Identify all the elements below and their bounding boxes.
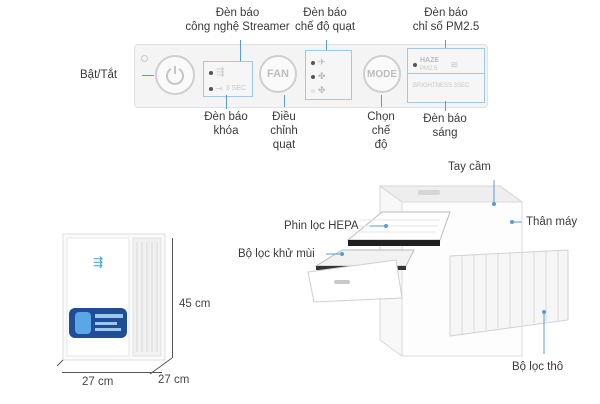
pm25-indicator: HAZE PM2.5 ≋ — [413, 57, 458, 73]
fan-adjust-label: Điều chỉnh quạt — [270, 111, 298, 151]
lock-label: Đèn báo khóa — [204, 111, 248, 137]
streamer-label: Đèn báo công nghệ Streamer — [185, 7, 290, 33]
connector — [326, 40, 327, 50]
brightness-label: Đèn báo sáng — [423, 113, 467, 139]
fan-mode-label: Đèn báo chế độ quạt — [294, 7, 356, 33]
height-label: 45 cm — [179, 298, 211, 310]
streamer-icon: ⇶ — [216, 67, 225, 78]
connector — [381, 95, 382, 107]
control-panel: ⇶ ⊸ 3 SEC FAN ✈ ✤ ✤ MODE HAZE PM2.5 ≋ BR… — [134, 44, 488, 108]
connector — [240, 40, 241, 61]
pm25-text: PM2.5 — [420, 66, 438, 72]
mode-select-label: Chọn chế độ — [367, 111, 395, 151]
lock-text: 3 SEC — [225, 85, 246, 92]
pm25-highlight — [407, 48, 485, 74]
fan-icon: ✤ — [318, 71, 326, 81]
fan-icon: ✤ — [318, 85, 326, 95]
hepa-filter-label: Phin lọc HEPA — [284, 220, 359, 232]
streamer-lock-highlight — [203, 61, 253, 97]
lock-icon: ⊸ — [216, 84, 223, 93]
width-dimension-line — [62, 372, 162, 373]
connector — [142, 75, 154, 76]
fan-mode-indicator-3: ✤ — [311, 85, 326, 96]
fan-icon: ✈ — [318, 57, 326, 67]
haze-icon: ≋ — [450, 59, 459, 71]
haze-text: HAZE — [420, 57, 440, 64]
pre-filter-label: Bộ lọc thô — [512, 361, 564, 373]
power-label: Bật/Tắt — [80, 69, 118, 81]
fan-mode-indicator-1: ✈ — [311, 57, 326, 68]
streamer-indicator: ⇶ — [209, 67, 224, 78]
power-icon — [166, 66, 184, 85]
connector — [226, 95, 227, 109]
width-label: 27 cm — [82, 376, 114, 388]
depth-label: 27 cm — [158, 374, 190, 386]
connector — [445, 40, 446, 48]
fan-button-label: FAN — [267, 68, 289, 80]
depth-dimension-line — [149, 357, 173, 375]
power-button[interactable] — [155, 55, 195, 95]
fan-mode-indicator-2: ✤ — [311, 71, 326, 82]
panel-dot — [141, 55, 148, 62]
brightness-highlight — [407, 73, 485, 103]
mode-button[interactable]: MODE — [363, 55, 401, 93]
brightness-indicator: BRIGHTNESS 3SEC — [413, 83, 469, 89]
mode-button-label: MODE — [367, 68, 397, 80]
connector — [284, 95, 285, 107]
lock-indicator: ⊸ 3 SEC — [209, 84, 246, 93]
handle-label: Tay cầm — [448, 161, 491, 173]
exploded-view — [307, 180, 569, 357]
fan-button[interactable]: FAN — [259, 55, 297, 93]
svg-text:⇶: ⇶ — [93, 255, 103, 269]
connector — [445, 101, 446, 111]
fan-mode-highlight — [305, 50, 352, 100]
deodorizing-filter-label: Bộ lọc khử mùi — [238, 248, 315, 260]
pm25-label: Đèn báo chỉ số PM2.5 — [412, 7, 480, 33]
purifier-front-view: ⇶ — [56, 233, 166, 367]
body-label: Thân máy — [526, 216, 578, 228]
brightness-text: BRIGHTNESS 3SEC — [413, 83, 470, 89]
height-dimension-line — [172, 238, 173, 358]
